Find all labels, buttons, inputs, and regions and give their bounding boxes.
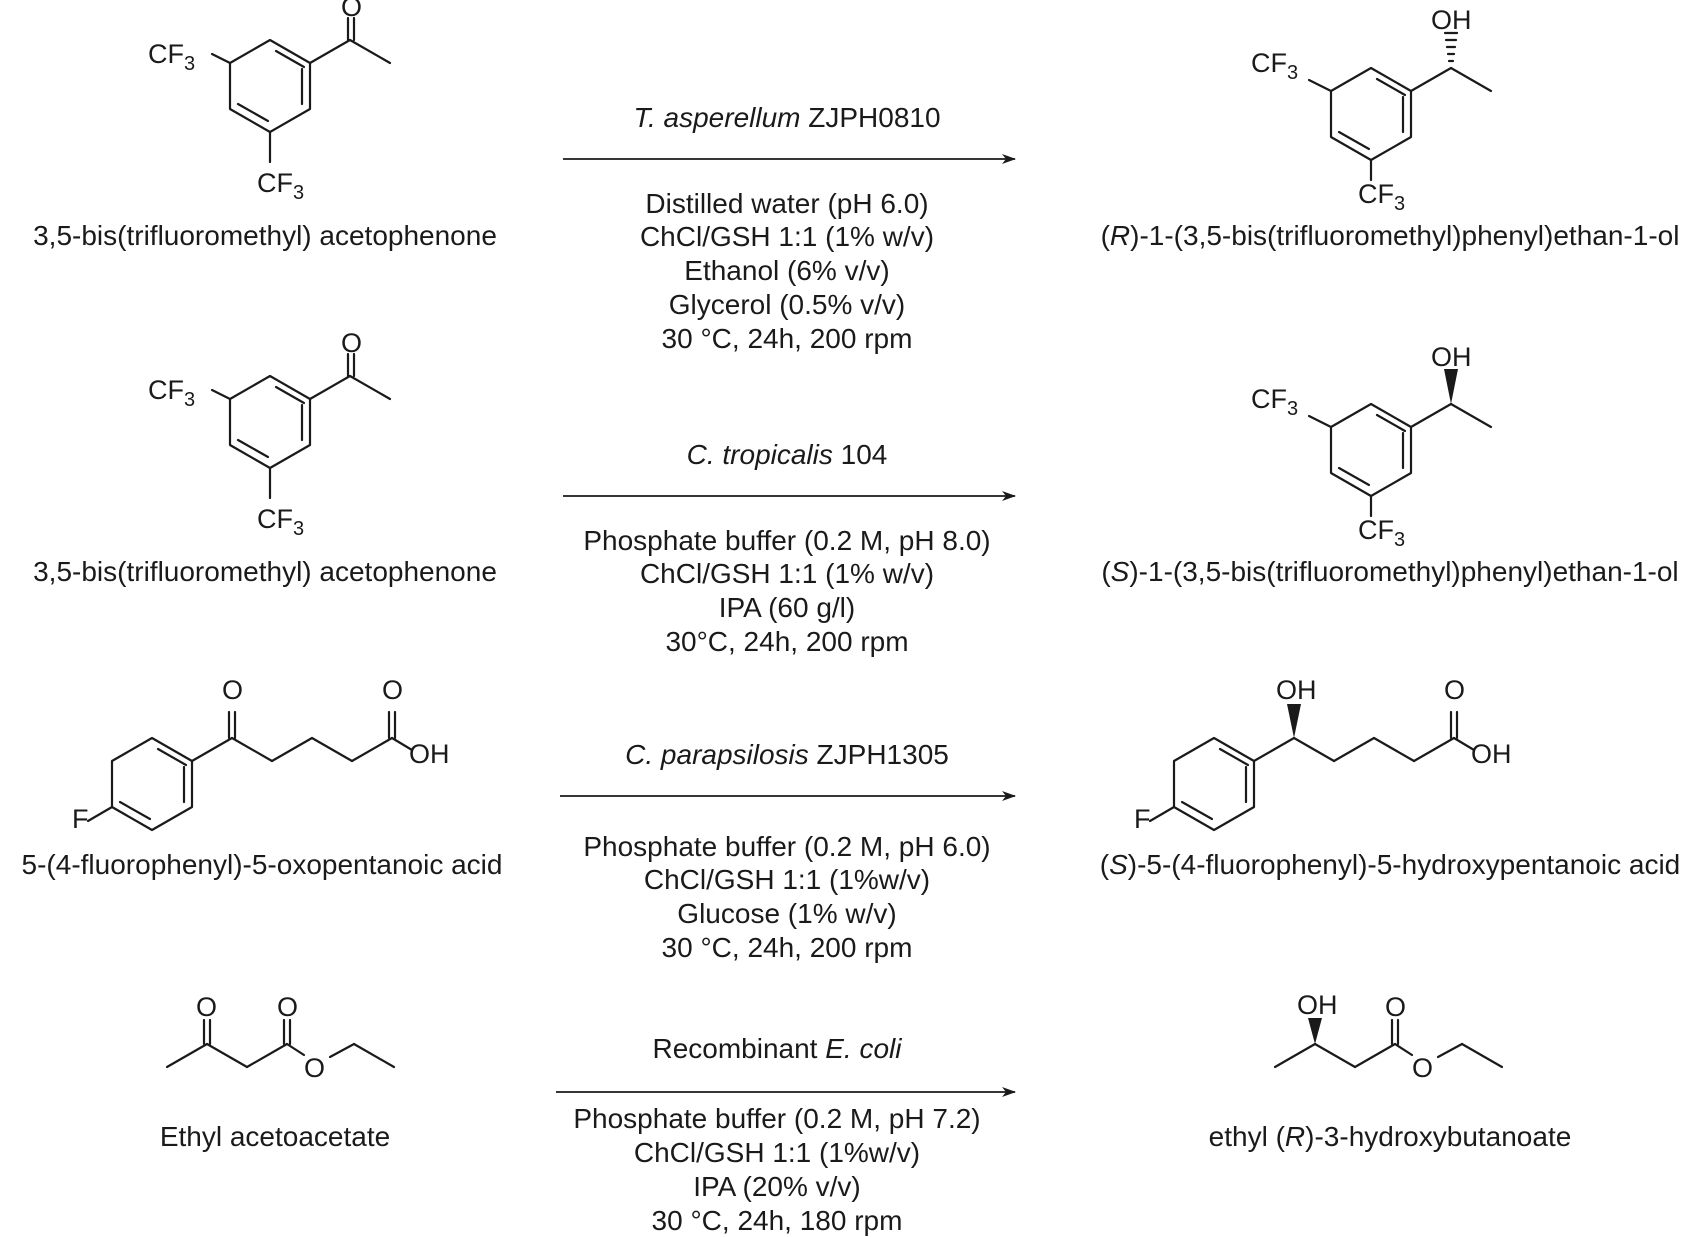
product-3-name: (S)-5-(4-fluorophenyl)-5-hydroxypentanoi… <box>1100 849 1681 880</box>
hydroxyl-label: OH <box>1276 675 1317 705</box>
reactant-4-name: Ethyl acetoacetate <box>160 1121 390 1152</box>
cf3-label: CF3 <box>1251 384 1298 420</box>
condition-line: Glycerol (0.5% v/v) <box>669 289 906 320</box>
condition-line: 30 °C, 24h, 200 rpm <box>662 932 913 963</box>
oxygen-label: O <box>196 992 217 1022</box>
condition-line: Phosphate buffer (0.2 M, pH 7.2) <box>573 1103 980 1134</box>
oxygen-label: O <box>304 1053 325 1083</box>
reaction-1: O CF3 CF3 3,5-bis(trifluoromethyl) aceto… <box>33 0 1679 354</box>
condition-line: Distilled water (pH 6.0) <box>645 188 928 219</box>
oxygen-label: O <box>341 0 362 22</box>
product-1-structure: OH CF3 CF3 <box>1251 5 1493 215</box>
cf3-label: CF3 <box>1358 179 1405 215</box>
reaction-2: O CF3 CF3 3,5-bis(trifluoromethyl) aceto… <box>33 328 1679 657</box>
condition-line: Ethanol (6% v/v) <box>684 255 889 286</box>
hydroxyl-label: OH <box>1431 5 1472 35</box>
condition-line: ChCl/GSH 1:1 (1%w/v) <box>634 1137 920 1168</box>
reactant-4-structure: O O O <box>165 992 396 1083</box>
oxygen-label: O <box>277 992 298 1022</box>
reactant-2-name: 3,5-bis(trifluoromethyl) acetophenone <box>33 556 497 587</box>
cf3-label: CF3 <box>148 375 195 411</box>
fluorine-label: F <box>72 804 89 834</box>
solid-wedge-bond <box>1308 1018 1322 1044</box>
oxygen-label: O <box>1385 992 1406 1022</box>
hydroxyl-label: OH <box>409 739 450 769</box>
condition-line: ChCl/GSH 1:1 (1%w/v) <box>644 864 930 895</box>
cf3-label: CF3 <box>1251 48 1298 84</box>
reactant-2-structure: O CF3 CF3 <box>148 328 392 540</box>
hydroxyl-label: OH <box>1297 990 1338 1020</box>
solid-wedge-bond <box>1444 369 1458 404</box>
condition-line: Phosphate buffer (0.2 M, pH 8.0) <box>583 525 990 556</box>
condition-line: 30°C, 24h, 200 rpm <box>665 626 908 657</box>
catalyst-2: C. tropicalis 104 <box>687 439 888 470</box>
condition-line: Phosphate buffer (0.2 M, pH 6.0) <box>583 831 990 862</box>
condition-line: 30 °C, 24h, 180 rpm <box>652 1205 903 1236</box>
product-4-name: ethyl (R)-3-hydroxybutanoate <box>1209 1121 1572 1152</box>
oxygen-label: O <box>382 675 403 705</box>
solid-wedge-bond <box>1287 704 1301 738</box>
product-2-name: (S)-1-(3,5-bis(trifluoromethyl)phenyl)et… <box>1101 556 1678 587</box>
hydroxyl-label: OH <box>1471 739 1512 769</box>
catalyst-1: T. asperellum ZJPH0810 <box>633 102 940 133</box>
reactant-1-structure: O CF3 CF3 <box>148 0 392 204</box>
oxygen-label: O <box>341 328 362 358</box>
product-4-structure: OH O O <box>1273 990 1504 1083</box>
catalyst-3: C. parapsilosis ZJPH1305 <box>625 739 949 770</box>
hydroxyl-label: OH <box>1431 342 1472 372</box>
reaction-3: O O OH F 5-(4-fluorophenyl)-5-oxopentano… <box>22 675 1681 963</box>
product-1-name: (R)-1-(3,5-bis(trifluoromethyl)phenyl)et… <box>1101 220 1680 251</box>
product-3-structure: OH O OH F <box>1134 675 1512 834</box>
cf3-label: CF3 <box>257 504 304 540</box>
oxygen-label: O <box>222 675 243 705</box>
product-2-structure: OH CF3 CF3 <box>1251 342 1493 551</box>
hashed-wedge-bond <box>1443 31 1459 63</box>
condition-line: ChCl/GSH 1:1 (1% w/v) <box>640 558 934 589</box>
oxygen-label: O <box>1412 1053 1433 1083</box>
condition-line: IPA (60 g/l) <box>719 592 855 623</box>
reactant-3-name: 5-(4-fluorophenyl)-5-oxopentanoic acid <box>22 849 503 880</box>
fluorine-label: F <box>1134 804 1151 834</box>
condition-line: 30 °C, 24h, 200 rpm <box>662 323 913 354</box>
catalyst-4: Recombinant E. coli <box>652 1033 902 1064</box>
reactant-3-structure: O O OH F <box>72 675 450 834</box>
condition-line: ChCl/GSH 1:1 (1% w/v) <box>640 221 934 252</box>
reaction-4: O O O Ethyl acetoacetate Recombinant E. … <box>160 990 1572 1236</box>
condition-line: IPA (20% v/v) <box>693 1171 861 1202</box>
reactant-1-name: 3,5-bis(trifluoromethyl) acetophenone <box>33 220 497 251</box>
cf3-label: CF3 <box>257 168 304 204</box>
oxygen-label: O <box>1444 675 1465 705</box>
cf3-label: CF3 <box>1358 515 1405 551</box>
condition-line: Glucose (1% w/v) <box>677 898 896 929</box>
cf3-label: CF3 <box>148 39 195 75</box>
